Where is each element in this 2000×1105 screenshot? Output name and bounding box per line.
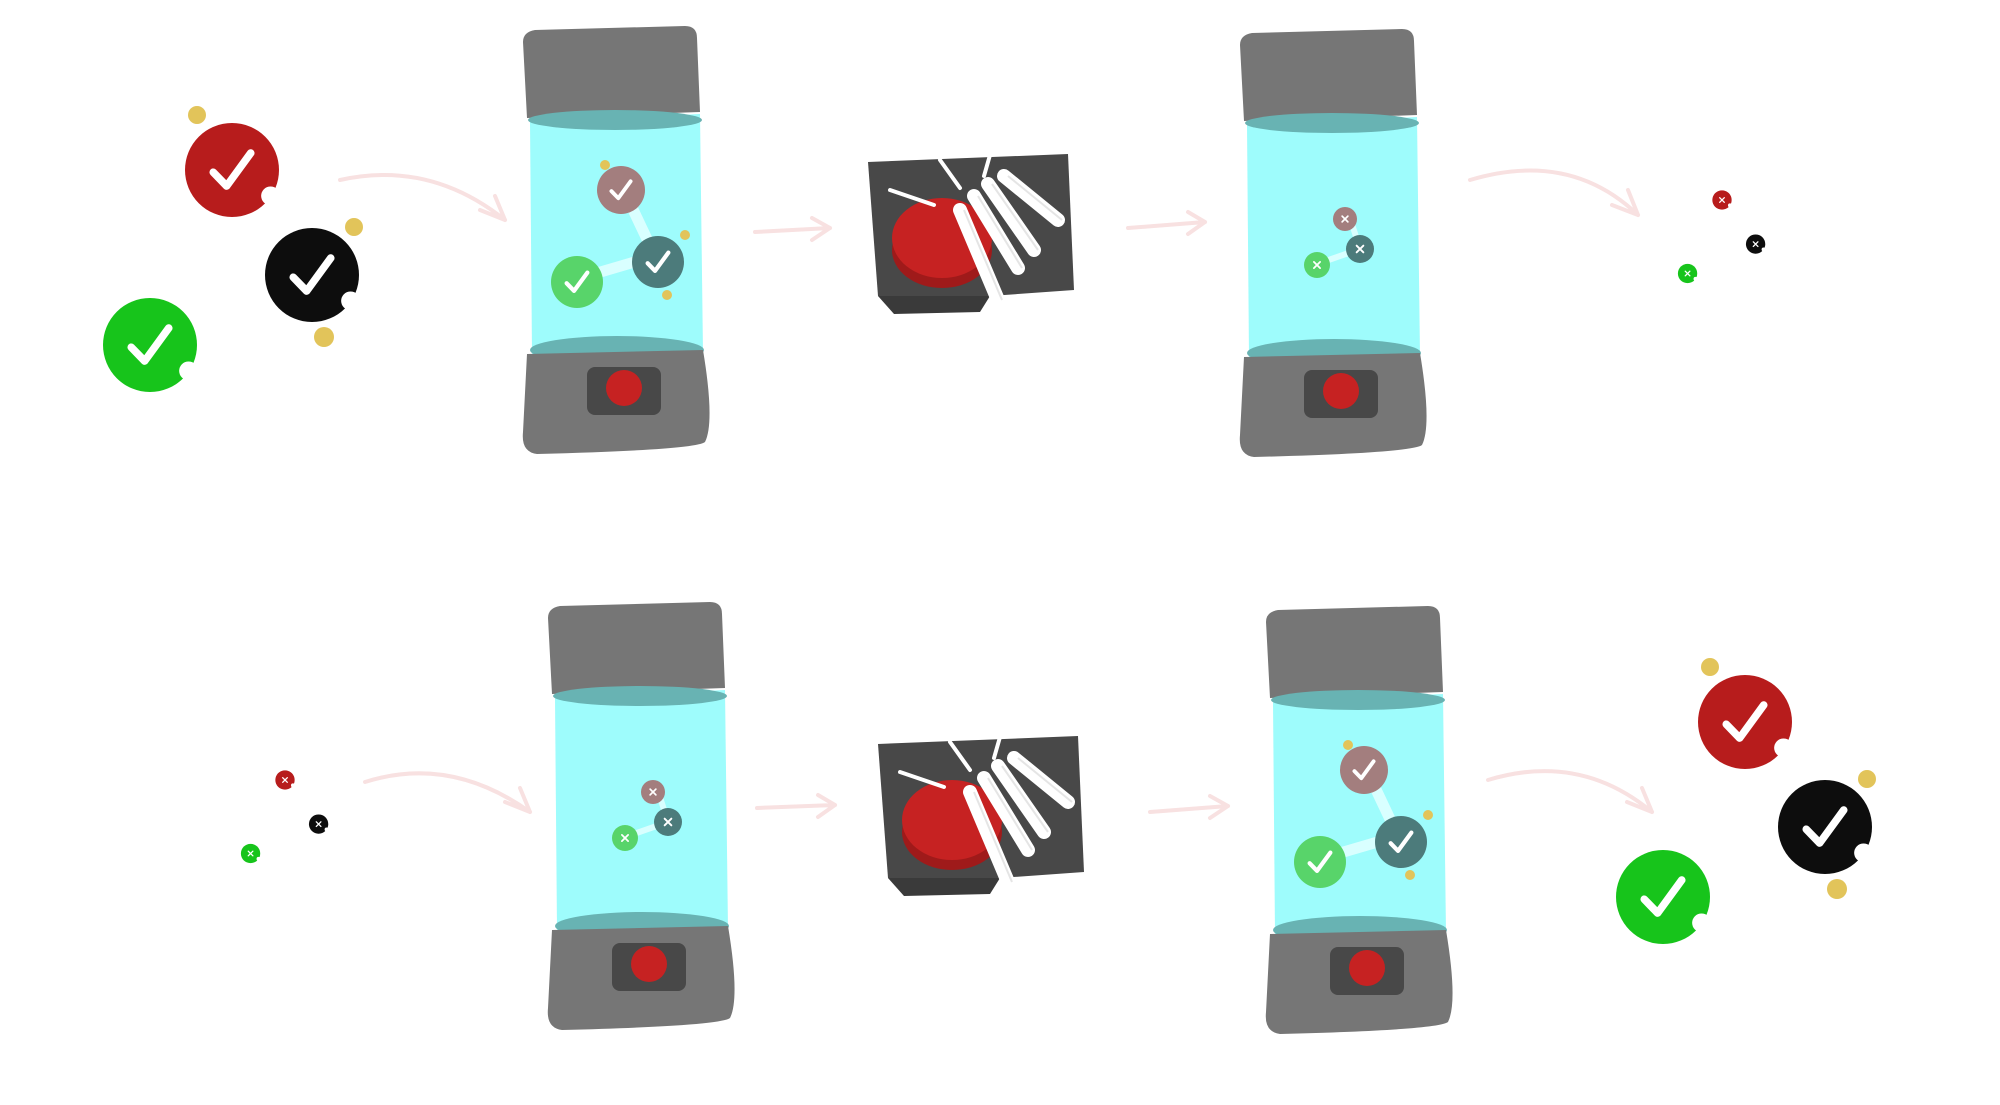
molecule	[1778, 780, 1873, 874]
molecule	[654, 808, 682, 836]
impact-lines	[898, 728, 1004, 789]
molecule	[185, 123, 280, 217]
molecule	[1712, 190, 1732, 210]
molecule	[612, 825, 638, 851]
output-molecules	[1616, 658, 1876, 944]
energy-dot	[345, 218, 363, 236]
molecule	[1294, 836, 1346, 888]
molecule	[308, 814, 329, 834]
flow-arrow	[1126, 210, 1207, 236]
energy-dot	[600, 160, 610, 170]
energy-dot	[1858, 770, 1876, 788]
flow-arrow	[338, 173, 507, 222]
energy-dot	[662, 290, 672, 300]
flow-arrow	[753, 216, 832, 242]
molecule	[551, 256, 603, 308]
molecule	[1346, 235, 1374, 263]
pod-button	[1323, 373, 1359, 409]
input-molecules	[103, 106, 363, 392]
molecule	[1698, 675, 1793, 769]
fluid-chamber	[530, 114, 703, 354]
energy-dot	[314, 327, 334, 347]
energy-dot	[1343, 740, 1353, 750]
impact-lines	[888, 146, 994, 207]
molecule	[632, 236, 684, 288]
inner-molecules	[1294, 740, 1433, 888]
hand-icon	[963, 751, 1075, 889]
inner-molecules	[551, 160, 690, 308]
flow-arrow	[1468, 168, 1640, 217]
energy-dot	[1423, 810, 1433, 820]
pod-cap	[548, 602, 725, 694]
pod-cap	[1266, 606, 1443, 698]
molecule	[597, 166, 645, 214]
hand-icon	[953, 169, 1065, 307]
fluid-chamber	[555, 690, 728, 930]
pod-cap	[1240, 29, 1417, 121]
molecule	[1375, 816, 1427, 868]
energy-dot	[1701, 658, 1719, 676]
energy-dot	[1405, 870, 1415, 880]
pod-device-before	[522, 26, 710, 454]
molecule	[1333, 207, 1357, 231]
molecule	[641, 780, 665, 804]
row-1	[103, 26, 1766, 457]
molecule	[1616, 850, 1711, 944]
molecule	[1340, 746, 1388, 794]
flow-arrow	[1148, 794, 1230, 820]
row-2	[240, 602, 1876, 1034]
output-molecules	[1677, 190, 1766, 284]
energy-dot	[680, 230, 690, 240]
energy-dot	[188, 106, 206, 124]
energy-dot	[1827, 879, 1847, 899]
molecule	[103, 298, 198, 392]
flow-arrow	[363, 771, 532, 814]
molecule	[1304, 252, 1330, 278]
fluid-chamber	[1247, 117, 1420, 357]
press-button-icon	[868, 146, 1074, 314]
pod-device-before	[547, 602, 735, 1030]
pod-button	[1349, 950, 1385, 986]
molecule	[275, 770, 295, 790]
inner-molecules	[612, 780, 682, 851]
pod-cap	[523, 26, 700, 118]
molecule	[1677, 263, 1698, 284]
press-button-icon	[878, 728, 1084, 896]
inner-molecules	[1304, 207, 1374, 278]
pod-device-after	[1239, 29, 1427, 457]
pod-button	[631, 946, 667, 982]
flow-arrow	[755, 793, 837, 819]
molecule	[1745, 234, 1766, 254]
pod-button	[606, 370, 642, 406]
pod-device-after	[1265, 606, 1453, 1034]
fluid-chamber	[1273, 694, 1446, 934]
flow-arrow	[1486, 769, 1654, 814]
input-molecules	[240, 770, 329, 864]
molecule	[240, 843, 261, 864]
molecule	[265, 228, 360, 322]
